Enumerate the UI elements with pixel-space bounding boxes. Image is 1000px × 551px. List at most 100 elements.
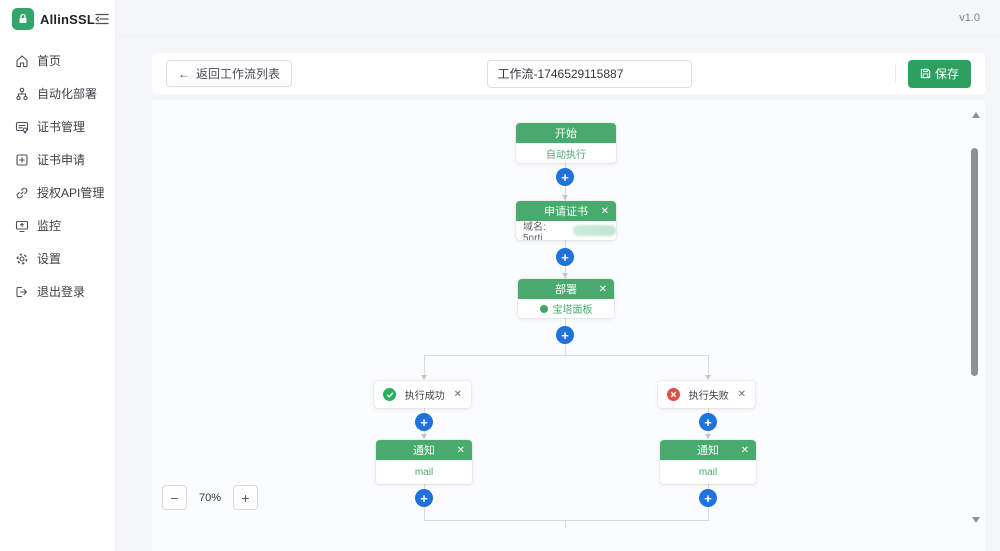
branch-split-line <box>424 355 709 356</box>
sidebar-item-logout[interactable]: 退出登录 <box>0 275 115 308</box>
back-button-label: 返回工作流列表 <box>196 67 281 81</box>
node-notify-left[interactable]: 通知 ✕ mail <box>376 440 472 484</box>
node-notify-right[interactable]: 通知 ✕ mail <box>660 440 756 484</box>
zoom-level-label: 70% <box>198 491 222 504</box>
fail-cross-icon <box>667 388 680 401</box>
baota-panel-icon <box>539 304 548 313</box>
sidebar-item-home[interactable]: 首页 <box>0 44 115 77</box>
save-icon <box>920 68 931 79</box>
sidebar: AllinSSL 首页 自动化部署 <box>0 0 116 551</box>
logo-row: AllinSSL <box>0 0 115 38</box>
topbar-divider <box>894 64 896 83</box>
sidebar-item-settings[interactable]: 设置 <box>0 242 115 275</box>
sidebar-item-label: 授权API管理 <box>37 186 105 200</box>
logout-icon <box>14 284 29 299</box>
branch-node-fail[interactable]: 执行失败 ✕ <box>658 381 755 408</box>
sidebar-item-label: 设置 <box>37 252 62 266</box>
node-deploy-header[interactable]: 部署 ✕ <box>518 279 614 299</box>
sidebar-item-automation[interactable]: 自动化部署 <box>0 77 115 110</box>
back-arrow-icon: ← <box>178 66 190 81</box>
node-body-label: mail <box>698 466 718 478</box>
add-node-button[interactable]: + <box>699 489 717 507</box>
node-deploy-body: 宝塔面板 <box>518 299 614 318</box>
branch-node-success[interactable]: 执行成功 ✕ <box>374 381 471 408</box>
node-title: 部署 <box>555 284 577 296</box>
scrollbar-thumb[interactable] <box>971 148 978 376</box>
branch-label: 执行失败 <box>688 391 729 402</box>
workflow-canvas[interactable]: + + + + + + + 开始 自动执行 申请证书 ✕ <box>152 100 985 551</box>
connector-line <box>424 355 425 377</box>
node-notify-body: mail <box>376 460 472 484</box>
node-start[interactable]: 开始 自动执行 <box>516 123 616 163</box>
node-apply-certificate[interactable]: 申请证书 ✕ 域名: 5nrtj. <box>516 201 616 240</box>
sidebar-item-label: 监控 <box>37 219 62 233</box>
node-title: 申请证书 <box>544 206 588 218</box>
node-deploy[interactable]: 部署 ✕ 宝塔面板 <box>518 279 614 318</box>
close-icon[interactable]: ✕ <box>453 389 462 400</box>
api-icon <box>14 185 29 200</box>
node-title: 通知 <box>413 445 435 457</box>
node-start-header[interactable]: 开始 <box>516 123 616 143</box>
close-icon[interactable]: ✕ <box>740 444 749 456</box>
add-node-button[interactable]: + <box>556 326 574 344</box>
sidebar-item-label: 自动化部署 <box>37 87 98 101</box>
sidebar-item-label: 退出登录 <box>37 285 86 299</box>
sidebar-item-label: 证书申请 <box>37 153 86 167</box>
sidebar-item-label: 证书管理 <box>37 120 86 134</box>
scroll-down-icon[interactable] <box>972 517 980 523</box>
node-apply-header[interactable]: 申请证书 ✕ <box>516 201 616 221</box>
scroll-up-icon[interactable] <box>972 112 980 118</box>
main-area: v1.0 ← 返回工作流列表 保存 <box>116 0 1000 551</box>
add-node-button[interactable]: + <box>556 168 574 186</box>
add-node-button[interactable]: + <box>556 248 574 266</box>
sidebar-item-cert-apply[interactable]: 证书申请 <box>0 143 115 176</box>
zoom-in-button[interactable]: + <box>233 485 258 510</box>
node-title: 开始 <box>555 128 577 140</box>
zoom-controls: − 70% + <box>162 485 258 510</box>
sidebar-item-api[interactable]: 授权API管理 <box>0 176 115 209</box>
close-icon[interactable]: ✕ <box>737 389 746 400</box>
close-icon[interactable]: ✕ <box>600 205 609 217</box>
workflow-topbar: ← 返回工作流列表 保存 <box>152 53 985 94</box>
add-node-button[interactable]: + <box>699 413 717 431</box>
app-title: AllinSSL <box>40 11 96 27</box>
node-body-label: mail <box>414 466 434 478</box>
sidebar-collapse-icon[interactable] <box>95 13 109 25</box>
canvas-scrollbar <box>969 100 983 551</box>
back-to-workflow-list-button[interactable]: ← 返回工作流列表 <box>166 60 293 87</box>
zoom-out-button[interactable]: − <box>162 485 187 510</box>
node-notify-header[interactable]: 通知 ✕ <box>660 440 756 460</box>
sidebar-item-monitor[interactable]: 监控 <box>0 209 115 242</box>
node-start-body: 自动执行 <box>516 143 616 163</box>
sidebar-item-label: 首页 <box>37 54 62 68</box>
certificate-icon <box>14 119 29 134</box>
save-button[interactable]: 保存 <box>907 59 971 88</box>
sidebar-item-cert-manage[interactable]: 证书管理 <box>0 110 115 143</box>
domain-label: 域名: 5nrtj. <box>523 221 546 241</box>
node-notify-body: mail <box>660 460 756 484</box>
branch-merge-line <box>424 520 709 521</box>
branch-label: 执行成功 <box>404 391 445 402</box>
apply-icon <box>14 152 29 167</box>
arrow-down-icon <box>562 273 568 278</box>
close-icon[interactable]: ✕ <box>598 283 607 295</box>
arrow-down-icon <box>421 375 427 380</box>
arrow-down-icon <box>562 195 568 200</box>
add-node-button[interactable]: + <box>415 413 433 431</box>
node-notify-header[interactable]: 通知 ✕ <box>376 440 472 460</box>
arrow-down-icon <box>705 434 711 439</box>
version-label: v1.0 <box>959 11 980 24</box>
node-title: 通知 <box>697 445 719 457</box>
sidebar-menu: 首页 自动化部署 证书管理 证书申请 <box>0 38 115 308</box>
monitor-icon <box>14 218 29 233</box>
topbar-right: 保存 <box>894 59 971 88</box>
settings-icon <box>14 251 29 266</box>
close-icon[interactable]: ✕ <box>456 444 465 456</box>
home-icon <box>14 53 29 68</box>
main-header: v1.0 <box>116 0 1000 36</box>
domain-redacted-blur <box>572 225 616 236</box>
add-node-button[interactable]: + <box>415 489 433 507</box>
lock-logo-icon <box>12 8 34 30</box>
workflow-title-input[interactable] <box>486 59 692 88</box>
